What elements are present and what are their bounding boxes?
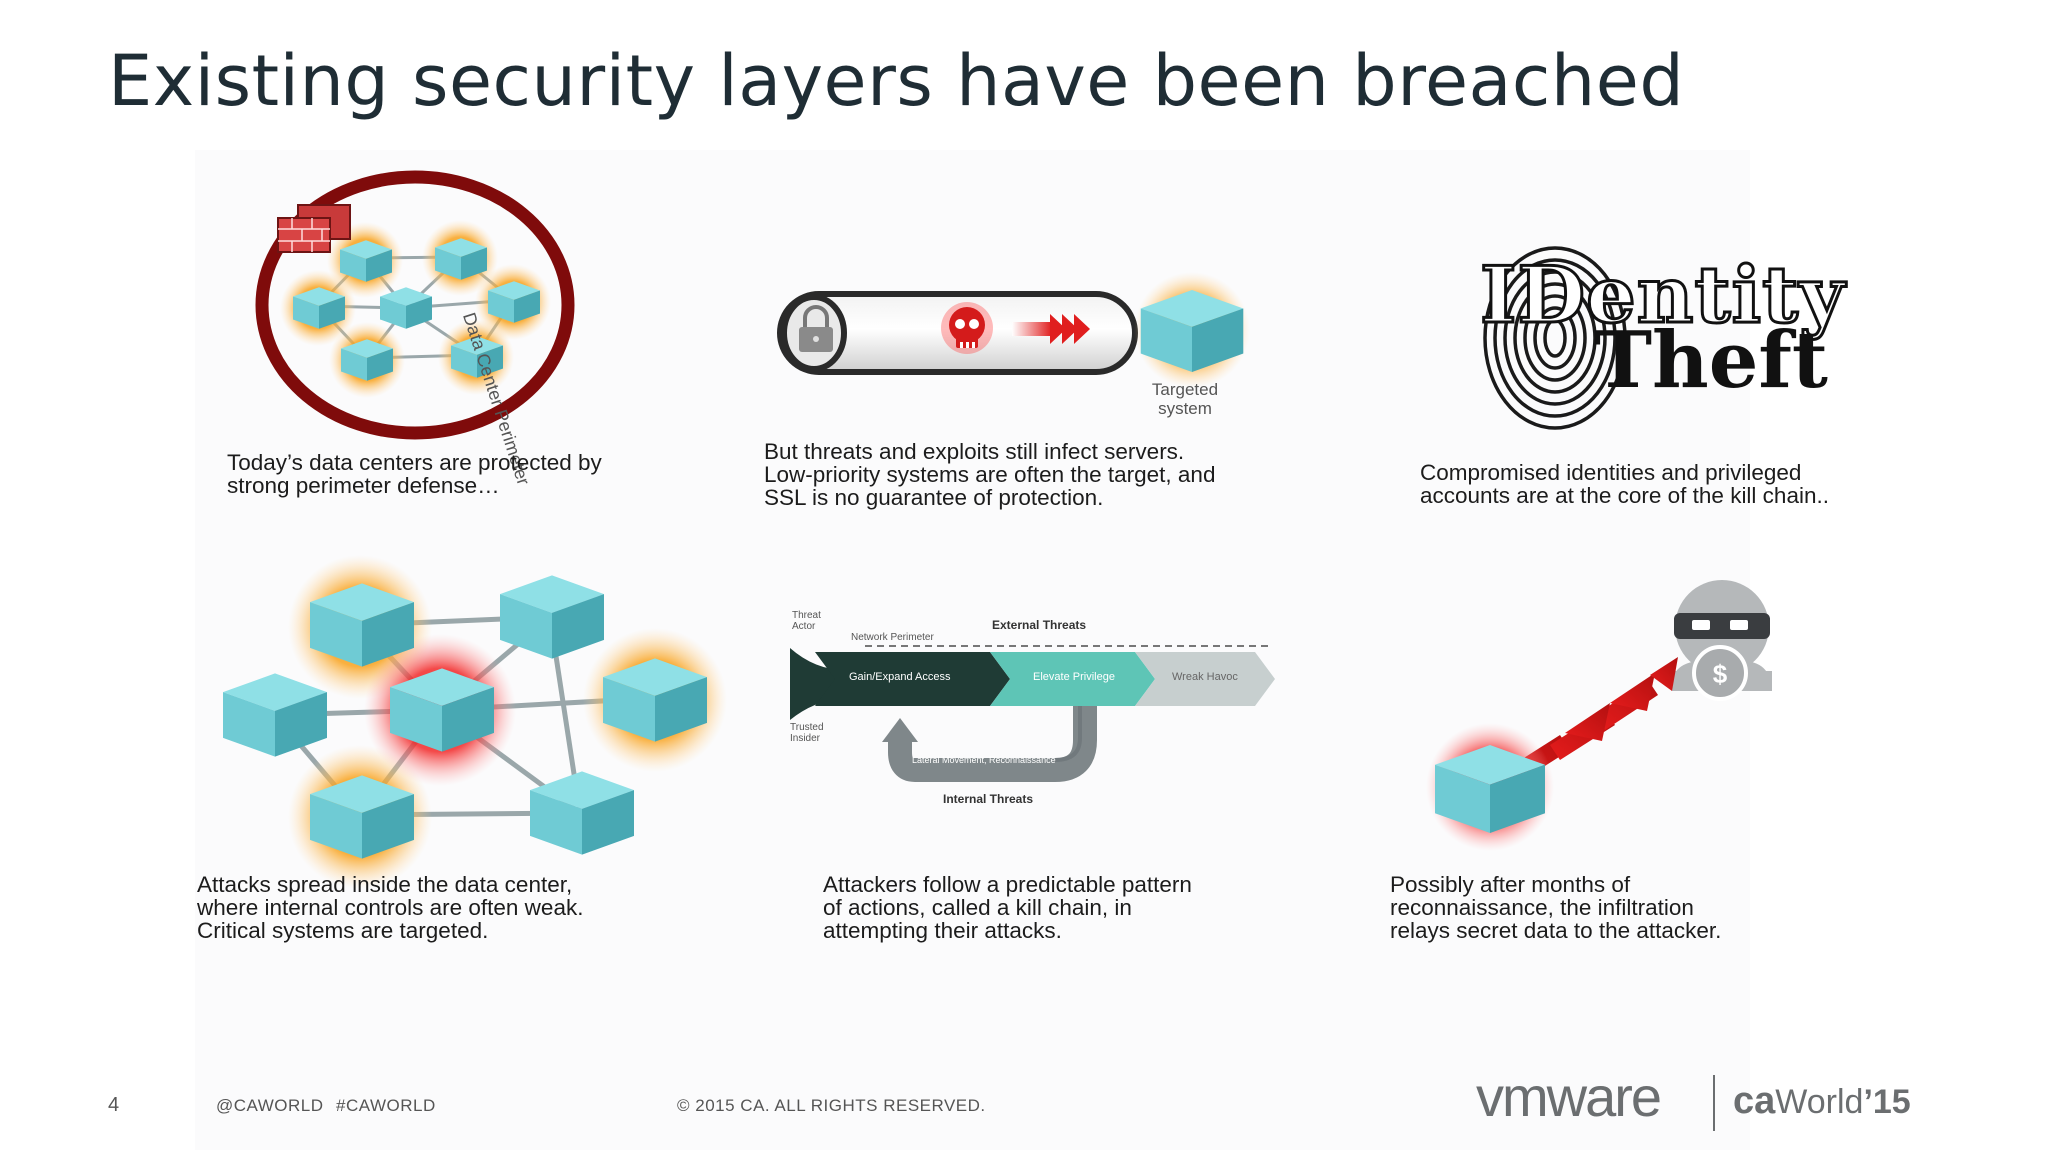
target-label: Targeted system — [1120, 380, 1250, 418]
caption-exfil: Possibly after months of reconnaissance,… — [1390, 872, 1722, 943]
identity-logo-word1: IDentity — [1478, 249, 1846, 343]
kc-trusted-insider: Trusted Insider — [790, 722, 824, 744]
kc-network-perimeter: Network Perimeter — [851, 632, 934, 643]
vmware-logo: vmware — [1476, 1065, 1662, 1128]
kc-step-elevate: Elevate Privilege — [1033, 671, 1115, 683]
kc-trusted-line2: Insider — [790, 733, 821, 744]
fingerprint-icon — [1483, 246, 1627, 430]
caworld-logo-world: World — [1775, 1083, 1864, 1121]
caption-tunnel: But threats and exploits still infect se… — [764, 439, 1216, 510]
spread-network-diagram — [223, 555, 727, 889]
kc-external-threats: External Threats — [992, 618, 1087, 632]
exfiltration-diagram: $ — [1426, 580, 1772, 851]
caption-killchain: Attackers follow a predictable pattern o… — [823, 872, 1192, 943]
kill-chain-diagram — [790, 645, 1275, 782]
lock-icon — [799, 305, 833, 352]
kc-step-gain-access: Gain/Expand Access — [849, 671, 951, 683]
kc-trusted-line1: Trusted — [790, 722, 824, 733]
kc-step-havoc: Wreak Havoc — [1172, 671, 1238, 683]
caworld-logo: caWorld’15 — [1733, 1080, 1911, 1123]
caworld-logo-year: ’15 — [1863, 1083, 1911, 1121]
identity-logo-word2: Theft — [1594, 315, 1828, 406]
firewall-icon — [277, 204, 351, 253]
target-label-line1: Targeted — [1151, 380, 1219, 399]
kc-threat-actor-line1: Threat — [792, 610, 821, 621]
footer-handle: @CAWORLD — [216, 1096, 324, 1115]
caption-perimeter: Today’s data centers are protected by st… — [227, 450, 602, 498]
footer-copyright: © 2015 CA. ALL RIGHTS RESERVED. — [677, 1096, 986, 1115]
kc-threat-actor: Threat Actor — [792, 610, 821, 632]
target-label-line2: system — [1158, 399, 1212, 418]
kc-internal-threats: Internal Threats — [943, 792, 1034, 806]
tunnel-diagram — [777, 272, 1250, 388]
money-bag-icon: $ — [1692, 645, 1748, 701]
footer-hashtag: #CAWORLD — [336, 1096, 436, 1115]
kc-threat-actor-line2: Actor — [792, 621, 816, 632]
caption-identity: Compromised identities and privileged ac… — [1420, 460, 1829, 508]
slide-title: Existing security layers have been breac… — [108, 40, 1685, 122]
money-symbol: $ — [1713, 659, 1728, 689]
caption-spread: Attacks spread inside the data center, w… — [197, 872, 584, 943]
perimeter-diagram — [255, 170, 575, 440]
skull-icon — [941, 302, 993, 354]
page-number: 4 — [108, 1094, 120, 1116]
threat-arrow-icon — [1012, 314, 1090, 344]
footer-logo-divider — [1713, 1075, 1715, 1131]
kc-loop-label: Lateral Movement, Reconnaissance — [912, 755, 1056, 765]
caworld-logo-ca: ca — [1733, 1080, 1776, 1122]
